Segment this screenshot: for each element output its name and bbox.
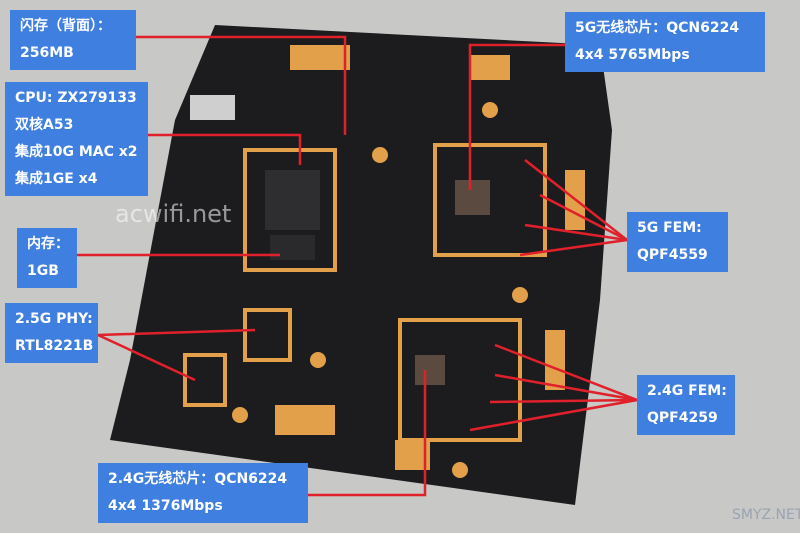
label-line: 集成1GE x4: [15, 171, 98, 187]
label-wifi24g: 2.4G无线芯片：QCN6224 4x4 1376Mbps: [98, 463, 308, 523]
label-fem24g: 2.4G FEM: QPF4259: [637, 375, 735, 435]
label-line: RTL8221B: [15, 338, 94, 354]
label-fem5g: 5G FEM: QPF4559: [627, 212, 728, 272]
label-line: 2.4G FEM:: [647, 383, 727, 399]
label-line: 2.5G PHY:: [15, 311, 93, 327]
label-line: QPF4259: [647, 410, 718, 426]
label-line: 闪存（背面）：: [20, 18, 111, 34]
label-line: 4x4 5765Mbps: [575, 47, 690, 63]
label-line: 256MB: [20, 45, 74, 61]
cpu-chip: [265, 170, 320, 230]
label-wifi5g: 5G无线芯片：QCN6224 4x4 5765Mbps: [565, 12, 765, 72]
label-line: 4x4 1376Mbps: [108, 498, 223, 514]
label-line: QPF4559: [637, 247, 708, 263]
label-line: 5G无线芯片：QCN6224: [575, 20, 740, 36]
label-line: 双核A53: [15, 117, 74, 133]
annotation-lines: [76, 35, 638, 497]
label-line: 内存：: [27, 236, 69, 252]
label-line: 1GB: [27, 263, 59, 279]
label-line: 集成10G MAC x2: [15, 144, 138, 160]
usb-port: [190, 95, 235, 120]
wifi24g-chip: [415, 355, 445, 385]
label-memory: 内存： 1GB: [17, 228, 77, 288]
label-cpu: CPU: ZX279133 双核A53 集成10G MAC x2 集成1GE x…: [5, 82, 148, 196]
label-line: 5G FEM:: [637, 220, 702, 236]
label-phy: 2.5G PHY: RTL8221B: [5, 303, 98, 363]
label-line: 2.4G无线芯片：QCN6224: [108, 471, 288, 487]
watermark-corner: SMYZ.NET: [732, 507, 800, 523]
label-flash: 闪存（背面）： 256MB: [10, 10, 136, 70]
watermark-site: acwifi.net: [115, 200, 232, 228]
pcb-board: [110, 25, 612, 505]
wifi5g-chip: [455, 180, 490, 215]
label-line: CPU: ZX279133: [15, 90, 137, 106]
